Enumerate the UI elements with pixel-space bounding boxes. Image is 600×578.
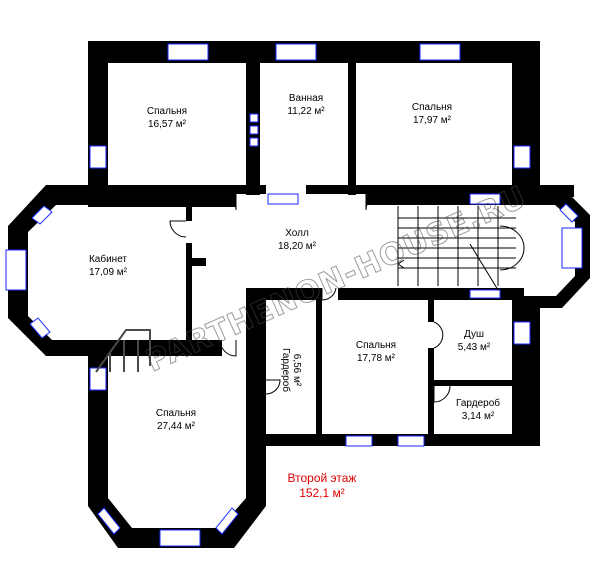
room-bathroom: Ванная 11,22 м² <box>287 93 325 117</box>
room-name: Гардероб <box>456 397 500 409</box>
room-wardrobe-se: Гардероб 3,14 м² <box>456 397 500 422</box>
floor-area: 152,1 м² <box>299 486 345 500</box>
room-name: Душ <box>464 329 484 340</box>
room-area: 27,44 м² <box>157 421 196 432</box>
room-name: Ванная <box>289 93 323 104</box>
room-hall: Холл 18,20 м² <box>278 228 317 252</box>
room-shower: Душ 5,43 м² <box>458 329 491 353</box>
room-name: Спальня <box>412 102 452 113</box>
room-name: Холл <box>285 228 309 239</box>
room-area: 3,14 м² <box>462 411 495 422</box>
room-bedroom-mid: Спальня 17,78 м² <box>356 340 396 364</box>
room-area: 5,43 м² <box>458 342 491 353</box>
room-bedroom-sw: Спальня 27,44 м² <box>156 408 196 432</box>
room-name: Гардероб <box>280 348 292 392</box>
room-area: 11,22 м² <box>287 106 325 117</box>
room-area: 6,56 м² <box>291 354 302 387</box>
room-area: 18,20 м² <box>278 241 317 252</box>
room-labels: Спальня 16,57 м² Ванная 11,22 м² Спальня… <box>89 93 500 432</box>
room-name: Спальня <box>147 106 187 117</box>
room-name: Кабинет <box>89 253 127 265</box>
room-name: Спальня <box>356 340 396 351</box>
room-study: Кабинет 17,09 м² <box>89 253 128 278</box>
logo-icon <box>95 329 151 373</box>
room-area: 16,57 м² <box>148 119 187 130</box>
doors <box>169 193 451 403</box>
windows <box>5 43 583 547</box>
room-area: 17,97 м² <box>413 115 452 126</box>
room-bedroom-nw: Спальня 16,57 м² <box>147 106 187 130</box>
staircase <box>397 206 525 291</box>
room-area: 17,09 м² <box>89 267 128 278</box>
room-bedroom-ne: Спальня 17,97 м² <box>412 102 452 126</box>
room-name: Спальня <box>156 408 196 419</box>
room-area: 17,78 м² <box>357 353 396 364</box>
floor-caption: Второй этаж 152,1 м² <box>288 471 357 500</box>
floor-title: Второй этаж <box>288 471 357 485</box>
room-wardrobe-mid: Гардероб 6,56 м² <box>280 348 302 392</box>
